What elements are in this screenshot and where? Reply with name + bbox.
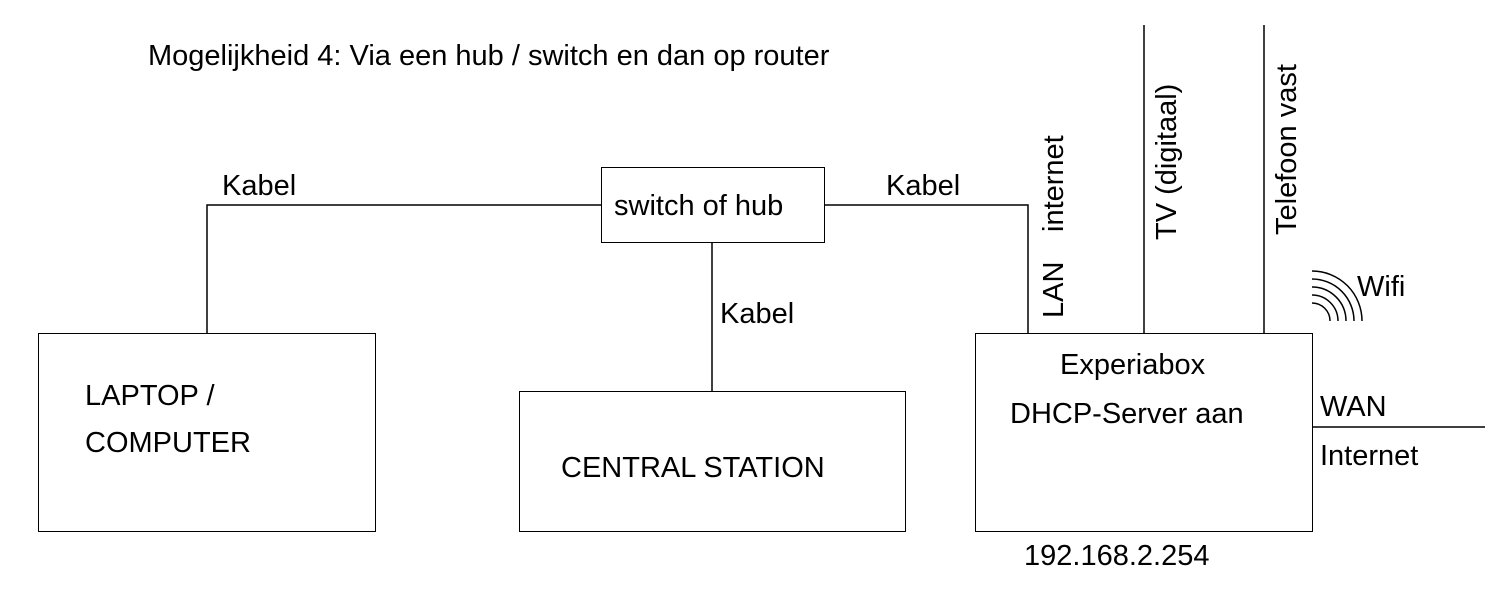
router-label-line1: Experiabox — [1060, 349, 1206, 381]
switch-label: switch of hub — [614, 190, 784, 222]
line-switch-router — [824, 204, 1029, 333]
port-label-telefoon: Telefoon vast — [1271, 64, 1303, 235]
switch-box: switch of hub — [601, 167, 825, 243]
central-station-box: CENTRAL STATION — [519, 391, 906, 532]
port-label-wifi: Wifi — [1357, 271, 1406, 303]
line-laptop-switch — [206, 204, 601, 333]
diagram-title: Mogelijkheid 4: Via een hub / switch en … — [148, 40, 830, 72]
laptop-label-line1: LAPTOP / — [85, 380, 215, 412]
link-label-switch-router: Kabel — [886, 170, 961, 202]
port-label-wan: WAN — [1320, 391, 1387, 423]
link-label-switch-station: Kabel — [720, 298, 795, 330]
router-ip: 192.168.2.254 — [1024, 540, 1210, 572]
router-box: Experiabox DHCP-Server aan — [975, 333, 1313, 532]
router-label-line2: DHCP-Server aan — [1010, 398, 1244, 430]
laptop-label-line2: COMPUTER — [85, 427, 251, 459]
port-label-tv: TV (digitaal) — [1151, 83, 1183, 240]
port-label-lan: LAN — [1038, 261, 1070, 318]
laptop-box: LAPTOP / COMPUTER — [38, 333, 376, 532]
port-label-wan-internet: Internet — [1320, 440, 1419, 472]
port-label-internet: internet — [1038, 135, 1070, 232]
link-label-laptop-switch: Kabel — [222, 170, 297, 202]
wifi-icon — [1311, 270, 1363, 322]
central-station-label: CENTRAL STATION — [561, 452, 825, 484]
